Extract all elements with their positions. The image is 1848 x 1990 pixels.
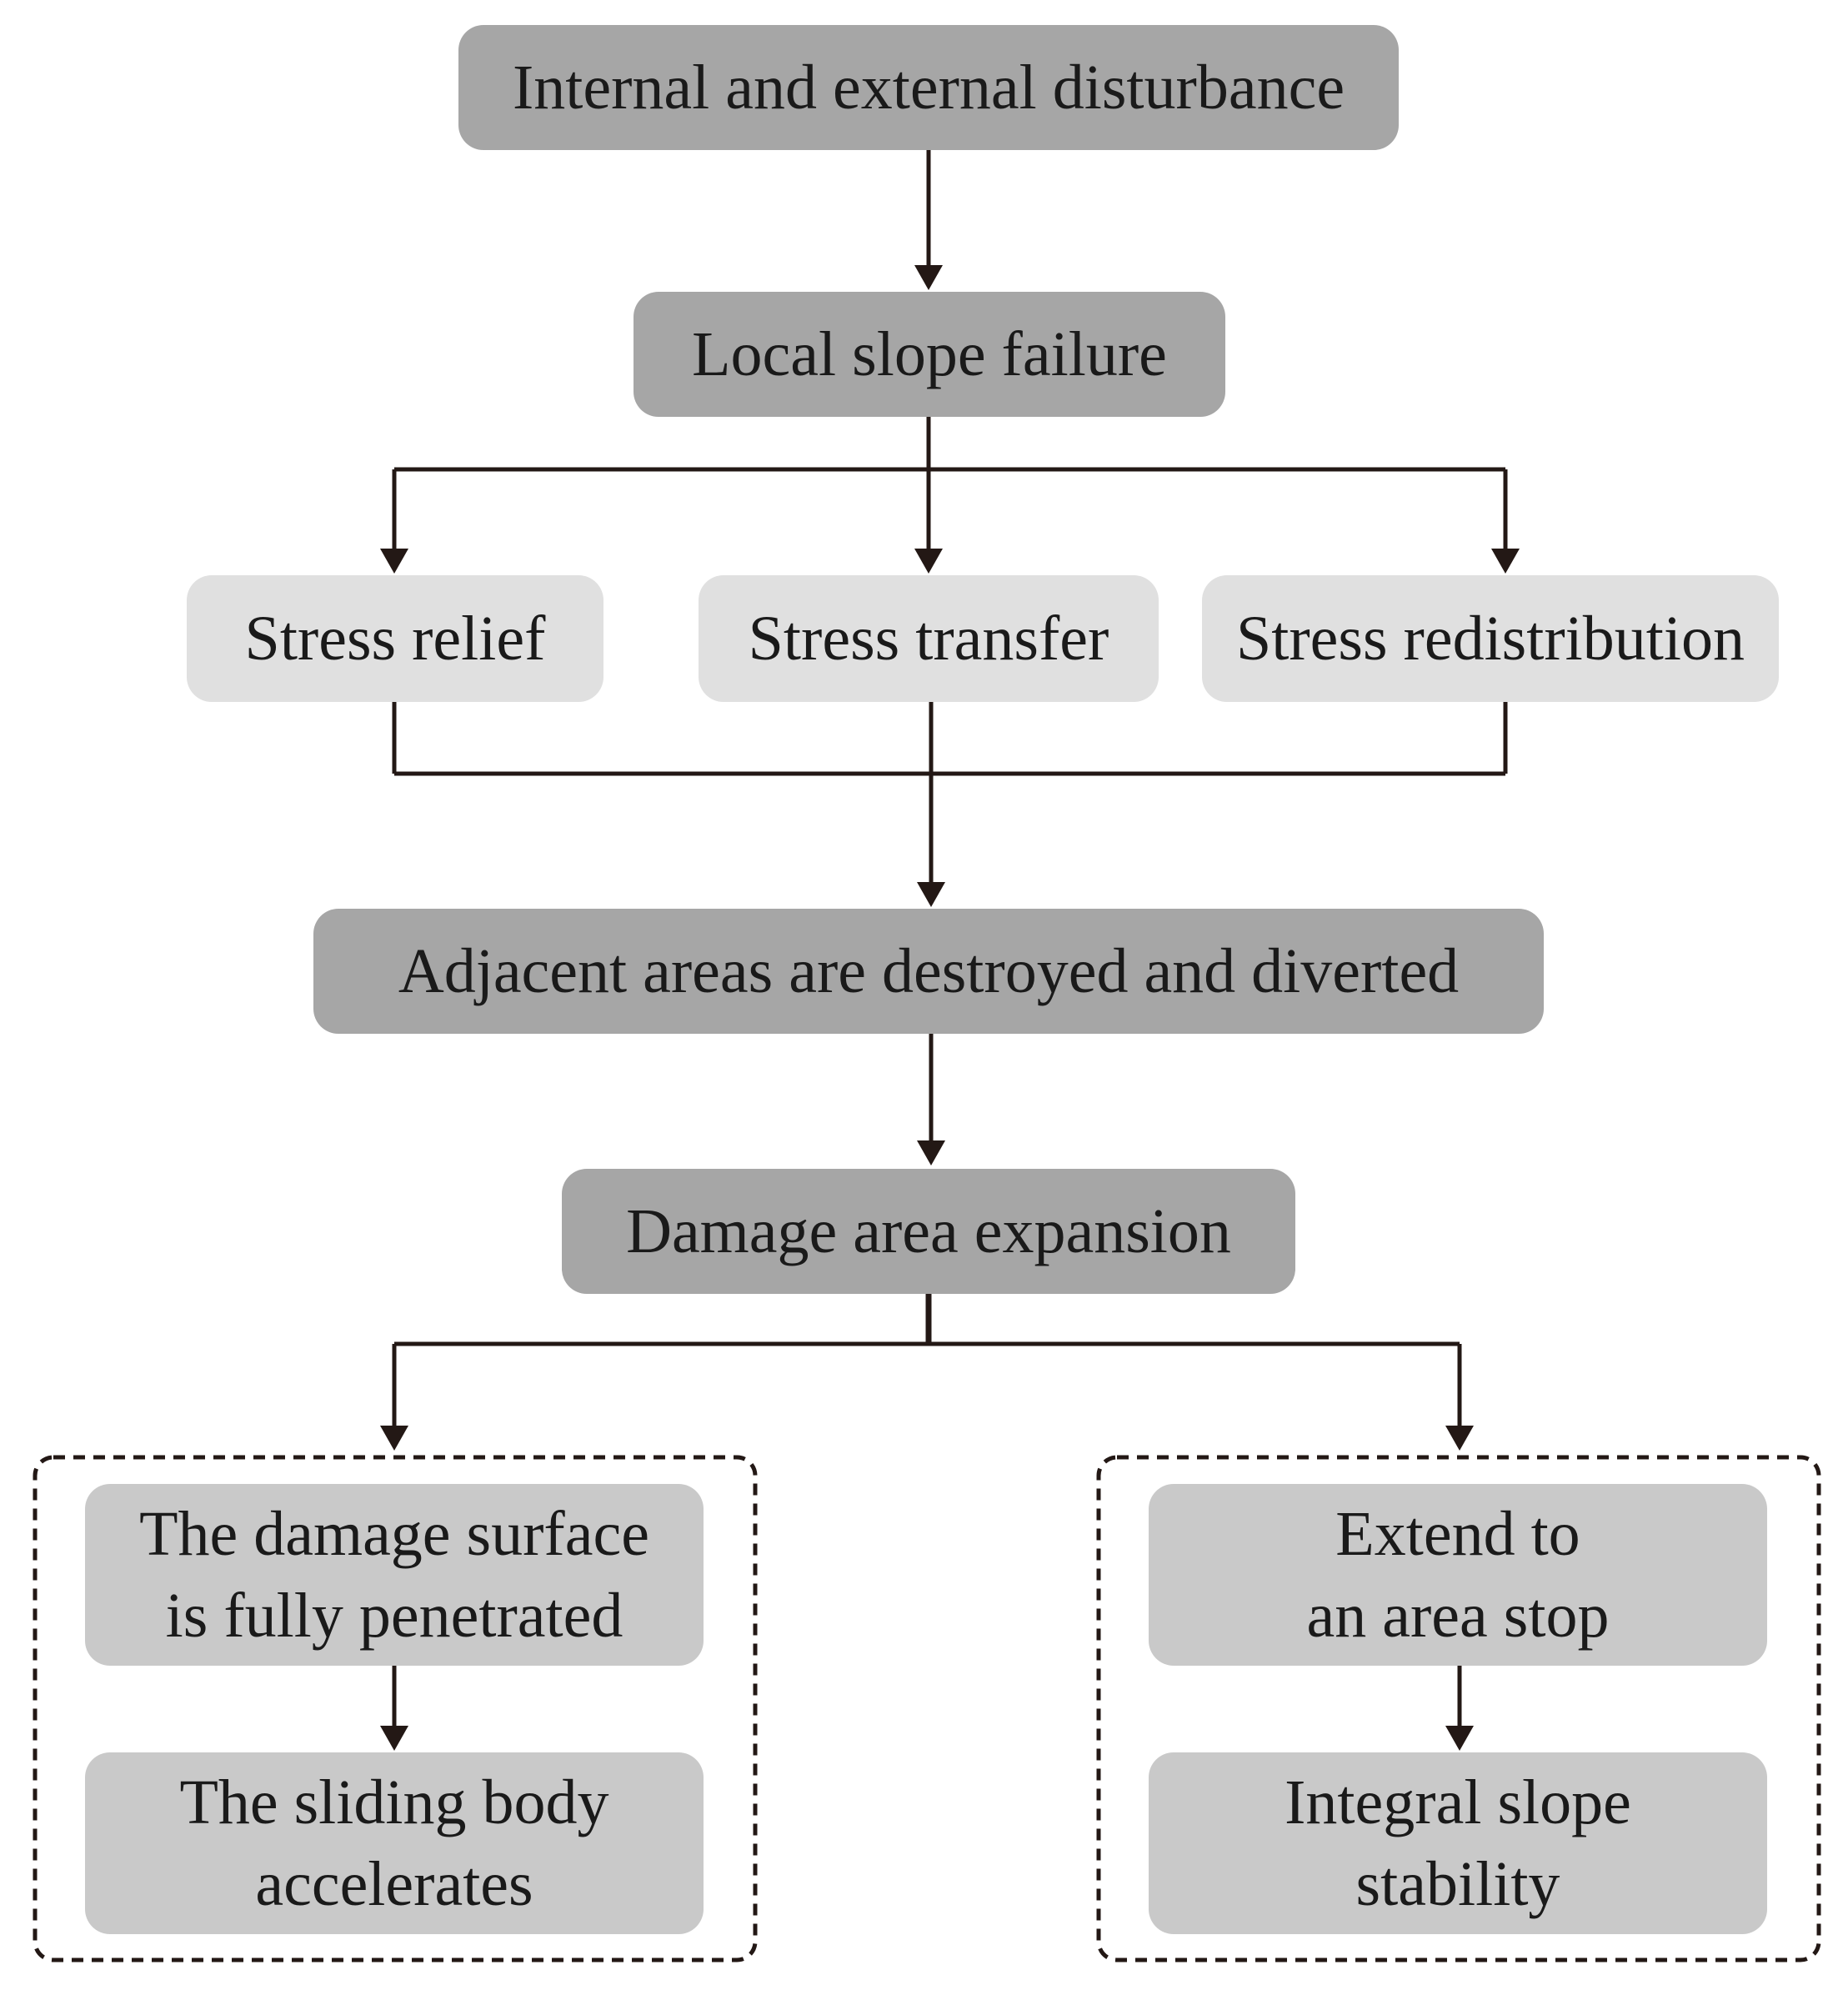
arrowhead (380, 1426, 408, 1451)
node-label-line2: an area stop (1306, 1581, 1610, 1651)
node-label-line1: Extend to (1335, 1499, 1580, 1569)
node-label-line2: stability (1355, 1849, 1560, 1919)
node-stress-transfer: Stress transfer (699, 575, 1159, 702)
node-label-line1: The sliding body (179, 1767, 609, 1837)
node-label-line1: The damage surface (139, 1499, 649, 1569)
arrowhead (380, 549, 408, 574)
node-label: Stress redistribution (1235, 604, 1745, 674)
node-label-line2: accelerates (255, 1849, 533, 1919)
node-label: Adjacent areas are destroyed and diverte… (398, 936, 1460, 1006)
node-label: Stress relief (244, 604, 546, 674)
node-internal-external-disturbance: Internal and external disturbance (458, 25, 1399, 150)
arrowhead (917, 1140, 945, 1165)
node-local-slope-failure: Local slope failure (634, 292, 1225, 417)
node-label: Stress transfer (748, 604, 1109, 674)
right-outcome-group (1096, 1455, 1821, 1962)
left-outcome-group (33, 1455, 758, 1962)
node-label-line2: is fully penetrated (165, 1581, 624, 1651)
arrowhead (917, 882, 945, 907)
node-label: Internal and external disturbance (512, 53, 1345, 123)
node-stress-relief: Stress relief (187, 575, 603, 702)
node-label: Local slope failure (692, 319, 1167, 389)
arrowhead (1491, 549, 1520, 574)
node-sliding-body-accelerates: The sliding body accelerates (85, 1752, 704, 1934)
node-damage-area-expansion: Damage area expansion (562, 1169, 1295, 1294)
node-adjacent-areas: Adjacent areas are destroyed and diverte… (313, 909, 1544, 1034)
arrowhead (380, 1726, 408, 1751)
arrowhead (1445, 1726, 1474, 1751)
node-stress-redistribution: Stress redistribution (1202, 575, 1779, 702)
node-integral-slope-stability: Integral slope stability (1149, 1752, 1767, 1934)
arrowhead (914, 549, 943, 574)
node-label-line1: Integral slope (1285, 1767, 1631, 1837)
arrowhead (1445, 1426, 1474, 1451)
arrowhead (914, 265, 943, 290)
node-surface-fully-penetrated: The damage surface is fully penetrated (85, 1484, 704, 1666)
node-extend-to-area-stop: Extend to an area stop (1149, 1484, 1767, 1666)
node-label: Damage area expansion (626, 1196, 1231, 1266)
